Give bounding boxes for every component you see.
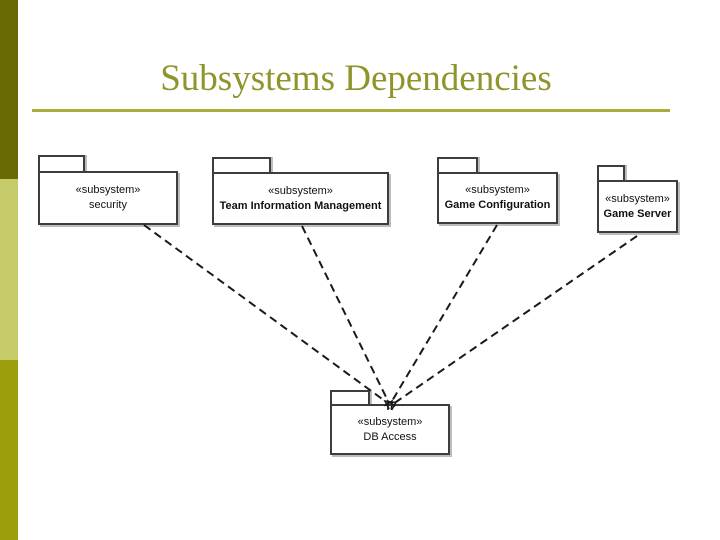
package-db-access: «subsystem» DB Access	[330, 390, 450, 455]
package-game-server-body: «subsystem» Game Server	[597, 180, 678, 233]
package-name: Game Configuration	[444, 199, 551, 211]
title-underline-rule	[32, 109, 670, 112]
package-stereotype: «subsystem»	[268, 184, 333, 197]
accent-bar-middle-segment	[0, 179, 18, 360]
package-game-configuration-body: «subsystem» Game Configuration	[437, 172, 558, 224]
package-game-configuration-tab	[437, 157, 478, 172]
package-stereotype: «subsystem»	[75, 184, 141, 196]
package-stereotype: «subsystem»	[605, 192, 670, 205]
package-db-access-body: «subsystem» DB Access	[330, 404, 450, 455]
dependency-arrow-team-information-management-to-db-access	[301, 225, 396, 410]
package-security-tab	[38, 155, 85, 171]
package-name: DB Access	[363, 430, 417, 443]
dependency-arrow-game-server-to-db-access	[387, 235, 638, 411]
package-stereotype: «subsystem»	[465, 184, 530, 196]
dependency-arrow-game-configuration-to-db-access	[384, 224, 498, 410]
package-db-access-tab	[330, 390, 370, 404]
package-team-information-management-body: «subsystem» Team Information Management	[212, 172, 389, 225]
package-security: «subsystem» security	[38, 155, 178, 225]
package-stereotype: «subsystem»	[357, 415, 423, 428]
package-game-configuration: «subsystem» Game Configuration	[437, 157, 558, 224]
slide-title: Subsystems Dependencies	[160, 58, 552, 99]
left-accent-bar	[0, 0, 18, 540]
package-name: Team Information Management	[219, 199, 382, 212]
package-name: security	[89, 199, 127, 211]
package-game-server: «subsystem» Game Server	[597, 165, 678, 233]
package-team-information-management: «subsystem» Team Information Management	[212, 157, 389, 225]
dependency-arrow-security-to-db-access	[143, 224, 394, 410]
package-security-body: «subsystem» security	[38, 171, 178, 225]
accent-bar-bottom-segment	[0, 360, 18, 540]
package-team-information-management-tab	[212, 157, 271, 172]
accent-bar-top-segment	[0, 0, 18, 179]
package-name: Game Server	[603, 207, 672, 220]
package-game-server-tab	[597, 165, 625, 180]
